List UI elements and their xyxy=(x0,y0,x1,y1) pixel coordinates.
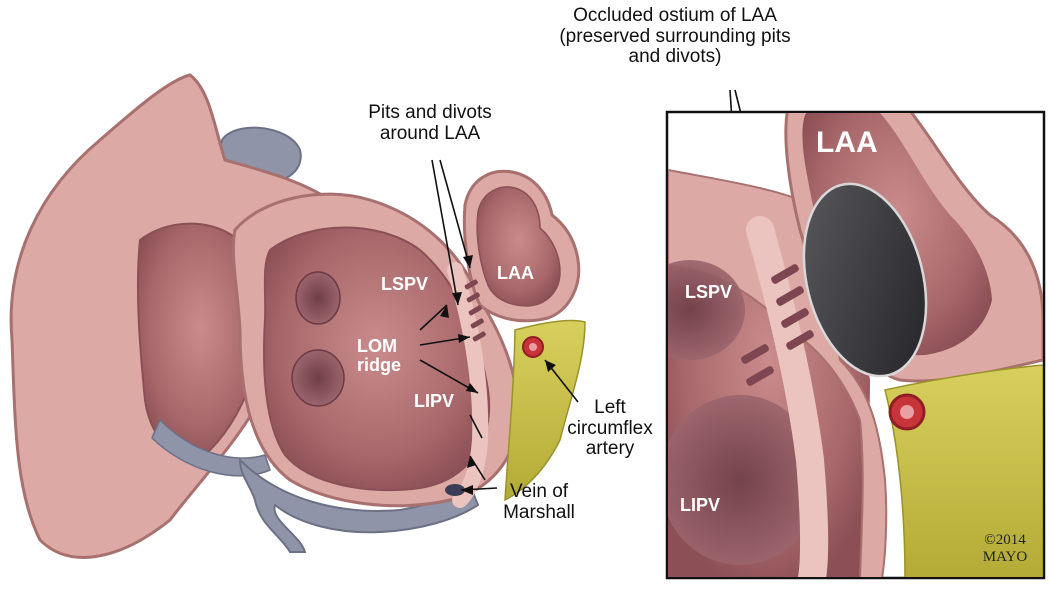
right-atrium-cavity xyxy=(136,222,264,458)
inset-panel xyxy=(665,110,1046,580)
lom-ridge-shape xyxy=(447,262,489,508)
copyright-notice: ©2014 MAYO xyxy=(982,532,1028,566)
inset-lspv-label: LSPV xyxy=(685,282,733,302)
inset-lipv-ostium xyxy=(668,395,820,565)
pits-divots xyxy=(464,279,486,342)
pv-ostium-lower xyxy=(291,349,345,407)
inset-lspv-ostium xyxy=(668,260,745,360)
occluded-ostium-label: Occluded ostium of LAA (preserved surrou… xyxy=(559,5,791,68)
inset-lipv-label: LIPV xyxy=(680,495,721,515)
lipv-label: LIPV xyxy=(414,391,455,411)
occluder-device xyxy=(802,182,928,378)
inset-pits xyxy=(741,264,814,386)
laa-label: LAA xyxy=(497,263,534,283)
vein-bottom xyxy=(238,457,480,553)
pv-ostium-upper xyxy=(295,271,341,325)
vein-of-marshall xyxy=(445,484,465,496)
lspv-label: LSPV xyxy=(381,274,429,294)
lom-ridge-label: LOM ridge xyxy=(357,336,402,376)
vein-of-marshall-label: Vein of Marshall xyxy=(503,481,575,523)
left-circumflex-label: Left circumflex artery xyxy=(567,397,653,460)
pits-divots-label: Pits and divots around LAA xyxy=(368,102,492,144)
inset-ridge xyxy=(746,216,829,577)
laa-cavity xyxy=(476,186,561,307)
heart-section xyxy=(9,73,586,559)
epicardial-fat xyxy=(504,319,586,502)
inset-laa-label: LAA xyxy=(816,126,878,159)
